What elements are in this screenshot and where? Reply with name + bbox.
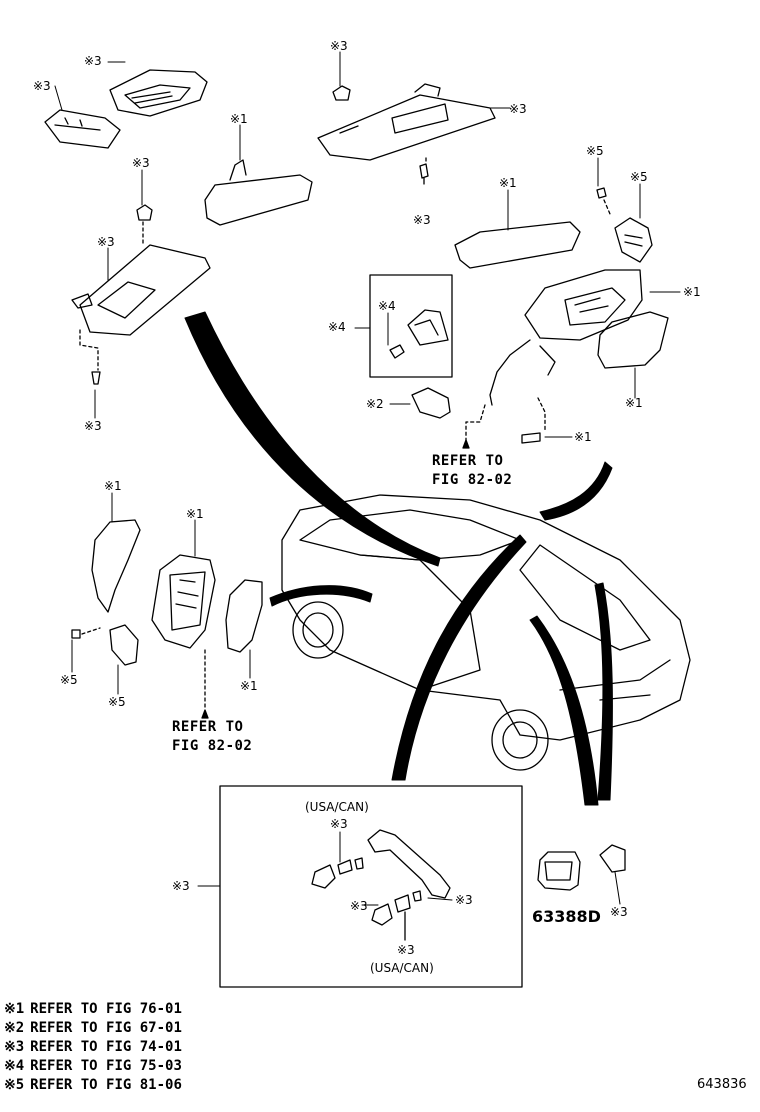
callout-1-glass-left: ※1 [240,679,258,693]
callout-2-pad: ※2 [366,397,384,411]
refer-lower-line1: REFER TO [172,719,244,735]
assist-grip-inset-box [219,785,523,988]
callout-3-visor-right: ※3 [509,102,527,116]
screw-mirror [521,432,541,444]
sun-visor-left [71,244,211,336]
outer-mirror-cover [454,221,581,269]
visor-clip-top [332,85,351,101]
callout-3-clip-bottom: ※3 [397,943,415,957]
screw-left [91,371,101,385]
grip-clip-2 [371,903,393,926]
vehicle-body [281,494,691,771]
callout-3-lens: ※3 [33,79,51,93]
turn-signal-lamp-left [109,624,139,666]
callout-3-clip-rear: ※3 [610,905,628,919]
mirror-bracket [407,309,449,346]
pointer-rear-2 [594,582,613,801]
visor-clip-left [136,204,153,221]
pointer-rear-1 [529,615,599,806]
outer-mirror-glass-left [225,579,263,653]
callout-5-turn-signal: ※5 [630,170,648,184]
screw-turn-signal [596,187,607,199]
refer-upper-line2: FIG 82-02 [432,472,513,488]
assist-grip [367,829,451,899]
callout-1-housing-left: ※1 [186,507,204,521]
refer-upper-line1: REFER TO [432,453,504,469]
pointer-grip [391,534,527,781]
cover-pad [411,387,451,419]
callout-3-screw-top: ※3 [413,213,431,227]
outer-mirror-housing-left [151,554,216,649]
sun-visor-right [317,83,496,161]
screw-top [419,163,429,185]
usa-can-top: (USA/CAN) [305,800,369,814]
outer-mirror-housing-right [489,269,643,406]
inner-rearview-mirror [204,159,313,226]
callout-1-screw-mirror: ※1 [574,430,592,444]
callout-3-inset: ※3 [172,879,190,893]
pointer-visor-left [184,311,441,567]
outer-mirror-cover-left [91,519,141,613]
callout-5-signal-left: ※5 [108,695,126,709]
grip-clip-1 [311,864,336,889]
callout-3-visor-left: ※3 [97,235,115,249]
clip-rear [599,844,626,873]
overhead-lamp-lens [44,109,121,149]
callout-1-mirror-cover: ※1 [499,176,517,190]
turn-signal-lamp-right [614,217,653,263]
callout-3-clip-top: ※3 [330,817,348,831]
callout-3-visor-clip: ※3 [330,39,348,53]
image-id: 643836 [697,1077,747,1092]
callout-5-screw-left: ※5 [60,673,78,687]
callout-4-bracket: ※4 [378,299,396,313]
usa-can-bottom: (USA/CAN) [370,961,434,975]
bracket-inset-box [369,274,453,378]
callout-3-clip-right: ※3 [455,893,473,907]
callout-1-mirror-glass: ※1 [625,396,643,410]
callout-3-clip-left: ※3 [132,156,150,170]
callout-3-console: ※3 [84,54,102,68]
overhead-console-cover [109,69,208,117]
callout-5-screw: ※5 [586,144,604,158]
callout-1-inner-mirror: ※1 [230,112,248,126]
callout-1-cover-left: ※1 [104,479,122,493]
pointer-mirror-left [269,585,373,607]
part-63388D [537,851,581,891]
part-number-label: 63388D [532,907,601,926]
callout-4-box: ※4 [328,320,346,334]
callout-3-screw-left: ※3 [84,419,102,433]
callout-3-clip-mid: ※3 [350,899,368,913]
screw-left-lower [71,629,81,639]
callout-1-mirror-housing: ※1 [683,285,701,299]
outer-mirror-glass-right [597,311,669,369]
pointer-mirror-right [539,461,613,521]
refer-lower-line2: FIG 82-02 [172,738,253,754]
